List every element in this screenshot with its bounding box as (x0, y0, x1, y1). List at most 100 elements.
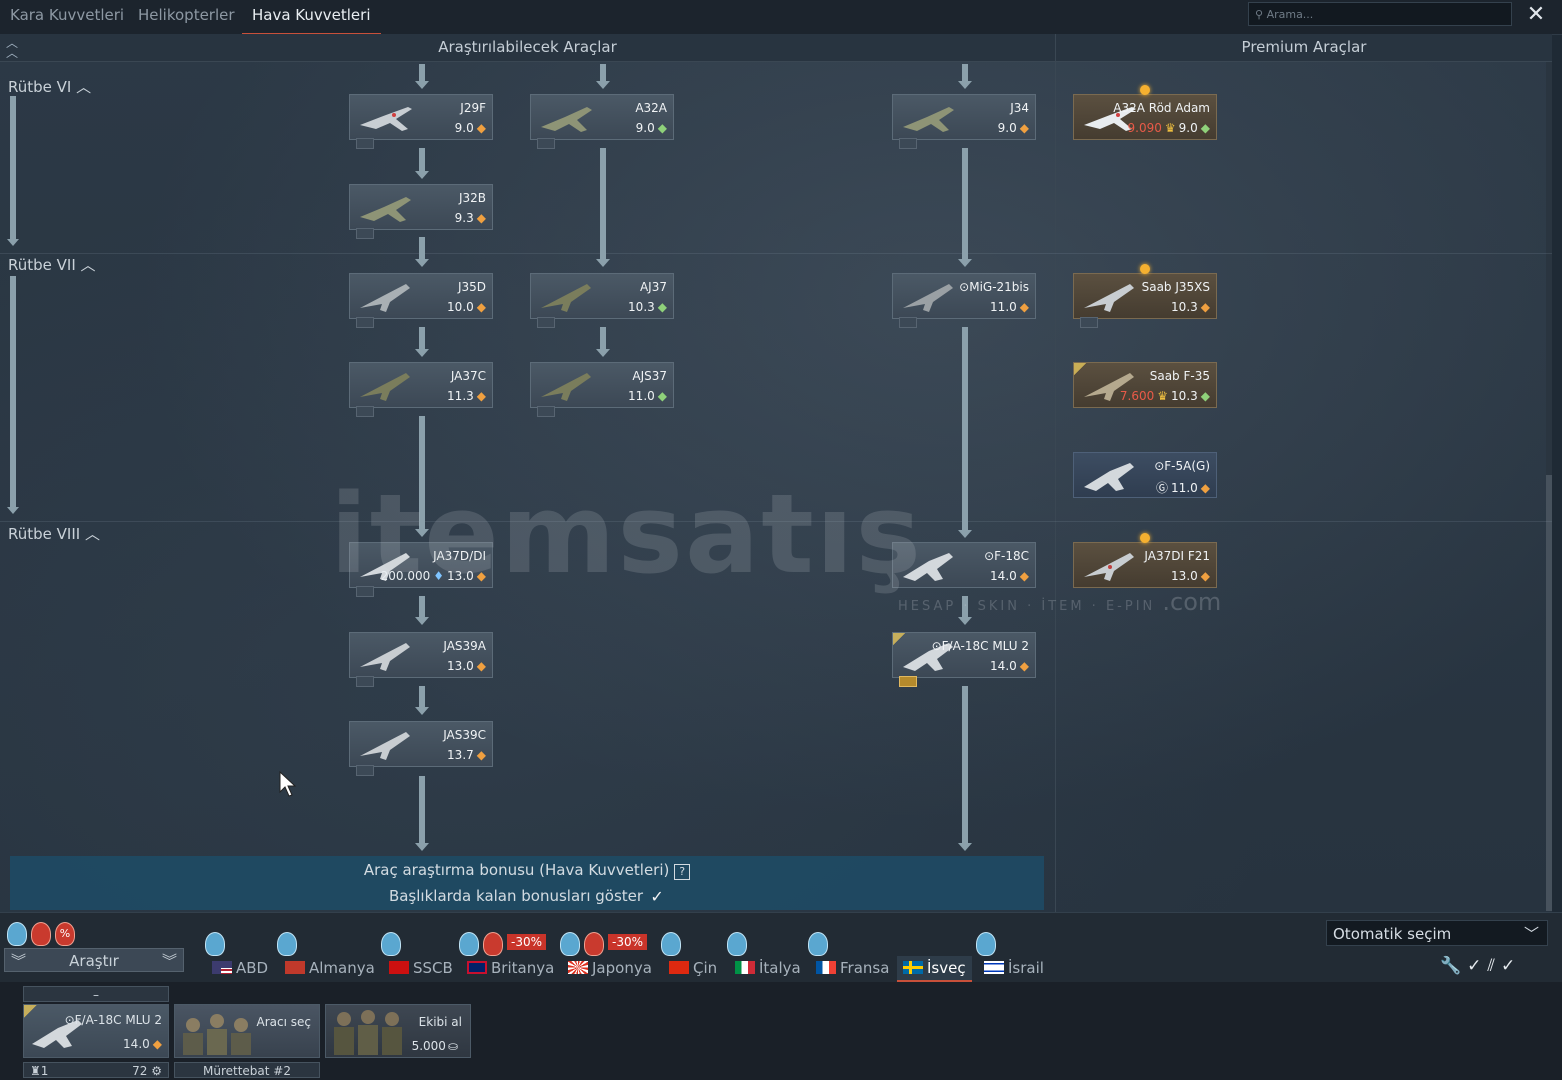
search-input[interactable]: ⚲ Arama... (1248, 2, 1512, 26)
premium-card-ja37di-f21[interactable]: JA37DI F21 13.0◆ (1073, 533, 1217, 588)
country-tab-china[interactable]: Çin (669, 956, 717, 980)
tab-ground-forces[interactable]: Kara Kuvvetleri (10, 6, 125, 24)
country-tab-usa[interactable]: ABD (212, 956, 268, 980)
rank-label-text: Rütbe VIII (8, 525, 81, 543)
battle-rating: 14.0◆ (990, 659, 1029, 673)
vehicle-name: J35D (457, 280, 486, 294)
country-tab-sweden[interactable]: İsveç (897, 956, 972, 982)
golden-eagle-price: 9.090 (1127, 121, 1162, 135)
mouse-cursor-icon (279, 770, 297, 797)
vehicle-card-mig21bis[interactable]: ⊙MiG-21bis 11.0◆ (892, 273, 1036, 328)
event-marker-icon (1140, 264, 1150, 274)
vehicle-name: J32B (458, 191, 486, 205)
rp-boost-badge-icon (727, 932, 747, 956)
vehicle-name: JA37DI F21 (1144, 549, 1210, 563)
collapse-all-icon[interactable]: ︿︿ (6, 36, 19, 60)
show-bonuses-toggle[interactable]: Başlıklarda kalan bonusları göster✓ (388, 886, 664, 906)
country-tab-israel[interactable]: İsrail (984, 956, 1044, 980)
crew-slot-active[interactable]: ⊙F/A-18C MLU 2 14.0◆ (23, 1004, 169, 1058)
battle-rating: 9.3◆ (454, 211, 486, 225)
battle-rating: 7.600♛10.3◆ (1119, 389, 1210, 403)
premium-card-a32a-rod-adam[interactable]: A32A Röd Adam 9.090♛9.0◆ (1073, 85, 1217, 140)
tab-helicopters[interactable]: Helikopterler (138, 6, 235, 24)
rp-boost-badge-icon (381, 932, 401, 956)
tab-air-forces[interactable]: Hava Kuvvetleri (242, 0, 381, 35)
country-tab-ussr[interactable]: SSCB (389, 956, 453, 980)
select-vehicle-slot[interactable]: Aracı seç (174, 1004, 320, 1058)
vehicle-card-j29f[interactable]: J29F 9.0◆ (349, 94, 493, 149)
discount-badge: -30% (507, 934, 547, 950)
sweden-flag-icon (903, 961, 923, 974)
chevron-down-icon: ﹀ (1523, 925, 1539, 943)
missile-icon[interactable]: ⫽ (1487, 956, 1502, 976)
vehicle-name: J34 (1010, 101, 1029, 115)
premium-card-saab-j35xs[interactable]: Saab J35XS 10.3◆ (1073, 264, 1217, 328)
scrollbar-thumb[interactable] (1546, 475, 1552, 911)
vehicle-name: AJS37 (632, 369, 667, 383)
golden-eagle-price: 7.600 (1119, 389, 1155, 403)
country-tab-germany[interactable]: Almanya (285, 956, 375, 980)
vehicle-slot-icon (356, 676, 374, 687)
rank-6-label[interactable]: Rütbe VI ︿ (8, 76, 91, 97)
auto-select-dropdown[interactable]: Otomatik seçim﹀ (1326, 920, 1548, 946)
plane-icon (541, 284, 591, 312)
buy-crew-slot[interactable]: Ekibi al 5.000⛀ (325, 1004, 471, 1058)
watermark-tagline: HESAP · SKIN · İTEM · E-PIN .com (898, 588, 1222, 616)
checkbox-checked-icon[interactable]: ✓ (650, 886, 664, 906)
help-icon[interactable]: ? (674, 864, 691, 880)
close-icon[interactable]: ✕ (1526, 2, 1546, 27)
rank-6-bar (7, 96, 19, 246)
country-tab-britain[interactable]: Britanya (467, 956, 554, 980)
vehicle-slot-icon (356, 765, 374, 776)
research-tree[interactable] (0, 34, 1552, 912)
tree-connector (415, 596, 429, 625)
plane-icon (360, 284, 410, 312)
vehicle-name: ⊙F/A-18C MLU 2 (931, 639, 1029, 653)
time-boost-badge-icon[interactable] (31, 922, 51, 946)
vehicle-card-ja37c[interactable]: JA37C 11.3◆ (349, 362, 493, 417)
golden-eagle-icon: ♛ (1164, 121, 1176, 135)
battle-rating: 13.0◆ (1171, 569, 1210, 583)
premium-divider (1055, 34, 1056, 912)
country-tab-france[interactable]: Fransa (816, 956, 889, 980)
vehicle-card-j35d[interactable]: J35D 10.0◆ (349, 273, 493, 328)
battle-rating: 13.7◆ (447, 748, 486, 762)
rp-boost-badge-icon[interactable] (7, 922, 27, 946)
usa-flag-icon (212, 961, 232, 974)
plane-icon (360, 732, 410, 760)
vehicle-card-f18c[interactable]: ⊙F-18C 14.0◆ (892, 542, 1036, 588)
battle-rating: 14.0◆ (990, 569, 1029, 583)
premium-card-saab-f35[interactable]: Saab F-35 7.600♛10.3◆ (1073, 362, 1217, 409)
rank-7-label[interactable]: Rütbe VII ︿ (8, 254, 96, 275)
vehicle-slot-icon (899, 138, 917, 149)
vehicle-card-jas39c[interactable]: JAS39C 13.7◆ (349, 721, 493, 776)
tree-connector (958, 596, 972, 625)
vehicle-card-a32a[interactable]: A32A 9.0◆ (530, 94, 674, 149)
research-button[interactable]: ︾Araştır︾ (4, 948, 184, 972)
check-icon[interactable]: ✓ (1501, 956, 1522, 976)
check-icon[interactable]: ✓ (1467, 956, 1488, 976)
vehicle-card-fa18c-mlu2[interactable]: ⊙F/A-18C MLU 2 14.0◆ (892, 632, 1036, 687)
country-tab-italy[interactable]: İtalya (735, 956, 801, 980)
silver-lion-icon: ⛀ (447, 1039, 458, 1053)
vehicle-card-ajs37[interactable]: AJS37 11.0◆ (530, 362, 674, 417)
vehicle-name: JA37D/DI (433, 549, 486, 563)
rp-icon: ♦ (433, 569, 445, 583)
chevron-down-icon: ︾ (161, 952, 177, 970)
vehicle-card-aj37[interactable]: AJ37 10.3◆ (530, 273, 674, 328)
discount-badge-icon[interactable]: % (55, 922, 75, 946)
crew-icon: ♜ (30, 1064, 41, 1078)
vehicle-card-j34[interactable]: J34 9.0◆ (892, 94, 1036, 149)
vehicle-card-j32b[interactable]: J32B 9.3◆ (349, 184, 493, 239)
vehicle-card-ja37d[interactable]: JA37D/DI 200.000♦13.0◆ (349, 542, 493, 597)
rp-boost-badge-icon (560, 932, 580, 956)
crew-members-icon (183, 1014, 251, 1055)
vehicle-card-jas39a[interactable]: JAS39A 13.0◆ (349, 632, 493, 687)
country-tab-japan[interactable]: Japonya (568, 956, 652, 980)
wrench-icon[interactable]: 🔧 (1440, 956, 1468, 976)
tree-connector (958, 686, 972, 851)
squadron-icon: Ⓖ (1156, 481, 1169, 495)
rank-8-label[interactable]: Rütbe VIII ︿ (8, 523, 100, 544)
research-bonus-panel: Araç araştırma bonusu (Hava Kuvvetleri) … (10, 856, 1044, 910)
